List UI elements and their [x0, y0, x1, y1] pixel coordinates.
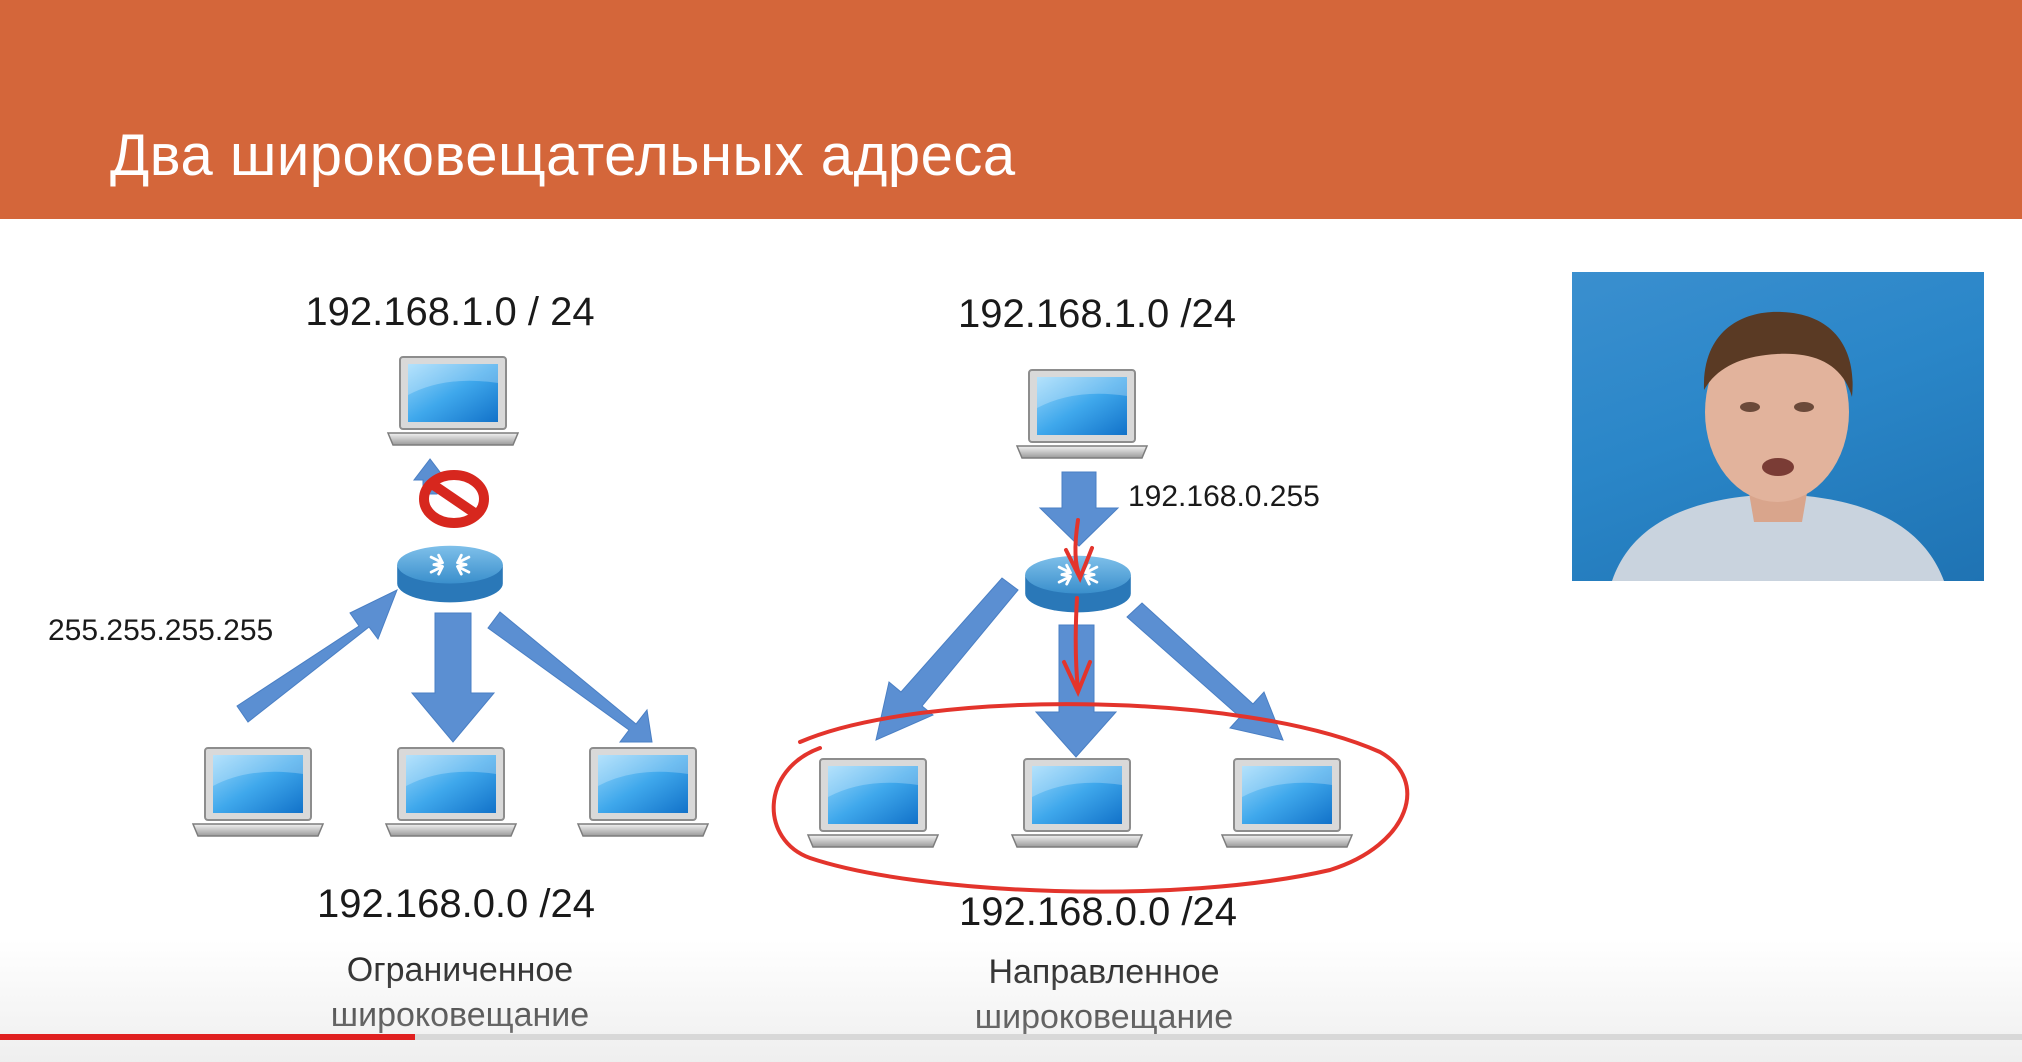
- annotation-ellipse: [771, 702, 1410, 894]
- arrow-down-right-right: [1126, 602, 1284, 741]
- left-bottom-network-label: 192.168.0.0 /24: [316, 882, 596, 926]
- arrow-down-middle: [410, 612, 496, 743]
- laptop-icon: [1016, 369, 1148, 459]
- left-caption: Ограниченное широковещание: [331, 948, 589, 1038]
- left-broadcast-address-label: 255.255.255.255: [48, 614, 274, 647]
- laptop-icon: [807, 758, 939, 848]
- arrow-down-right: [487, 611, 653, 743]
- video-progress-fill: [0, 1034, 415, 1040]
- left-top-network-label: 192.168.1.0 / 24: [305, 290, 595, 334]
- laptop-icon: [387, 356, 519, 446]
- left-caption-line2: широковещание: [330, 996, 590, 1034]
- presenter-figure: [1612, 311, 1944, 581]
- right-top-network-label: 192.168.1.0 /24: [957, 292, 1237, 336]
- left-caption-line1: Ограниченное: [346, 951, 574, 989]
- broadcast-arrow-up-left: [236, 588, 398, 723]
- laptop-icon: [385, 747, 517, 837]
- video-progress-bar[interactable]: [0, 1034, 2022, 1040]
- laptop-icon: [192, 747, 324, 837]
- right-caption: Направленное широковещание: [975, 950, 1233, 1040]
- laptop-icon: [577, 747, 709, 837]
- laptop-icon: [1011, 758, 1143, 848]
- laptop-icon: [1221, 758, 1353, 848]
- presenter-webcam: [1572, 272, 1984, 581]
- annotation-arrow-bottom: [1062, 596, 1092, 698]
- arrow-down-top: [1038, 471, 1120, 547]
- annotation-arrow-top: [1064, 518, 1094, 583]
- annotation-marks: [771, 518, 1410, 894]
- no-entry-icon: [419, 470, 489, 528]
- right-bottom-network-label: 192.168.0.0 /24: [958, 890, 1238, 934]
- slide-header: Два широковещательных адреса: [0, 0, 2022, 219]
- router-icon: [395, 544, 505, 604]
- right-broadcast-address-label: 192.168.0.255: [1128, 480, 1320, 513]
- slide-title: Два широковещательных адреса: [110, 123, 1016, 188]
- arrow-down-left: [875, 577, 1019, 741]
- right-caption-line1: Направленное: [988, 953, 1220, 991]
